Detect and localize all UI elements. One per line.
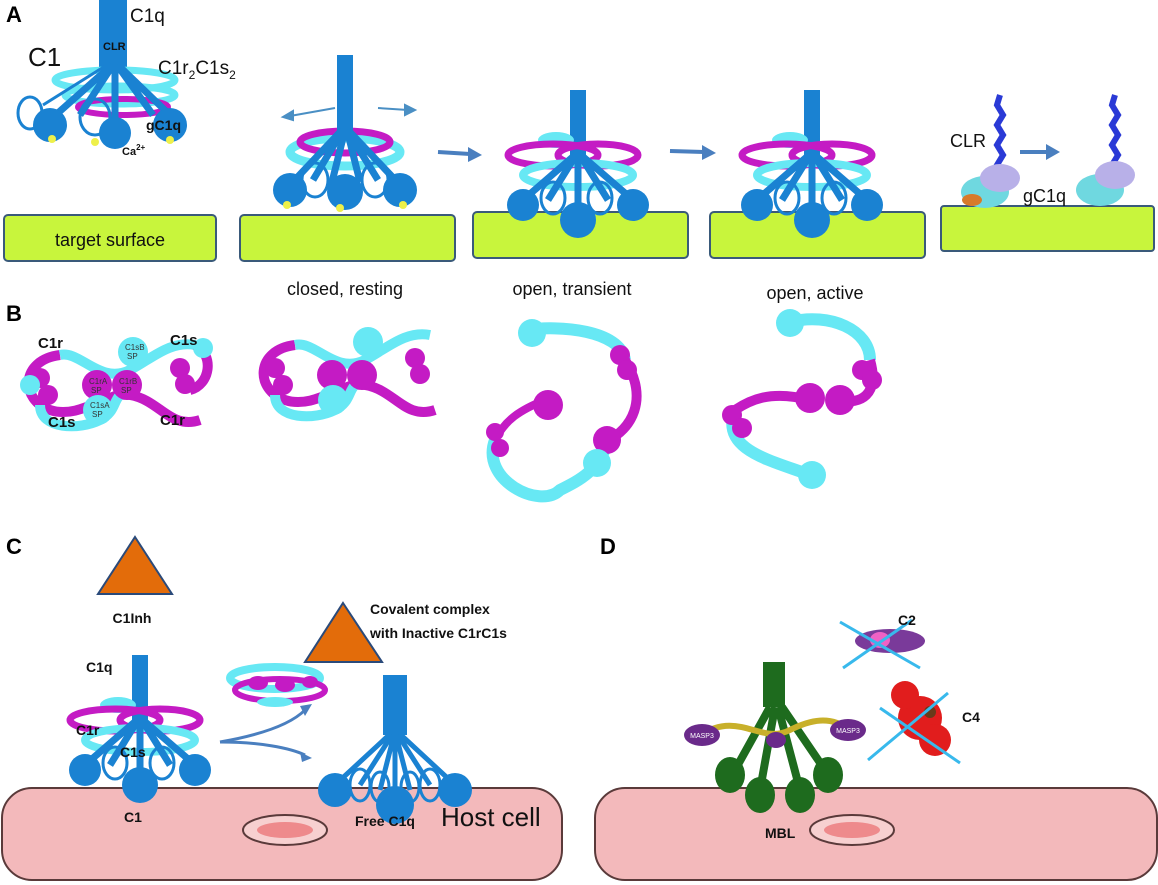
state-open-active-label: open, active [766,283,863,303]
state-open-transient-label: open, transient [512,279,631,299]
c4-label: C4 [962,709,980,725]
target-surface-box [3,214,217,262]
surface-closed [239,214,456,262]
panel-c-letter: C [6,534,22,559]
c1-open-transient [507,90,649,238]
covalent-line2: with Inactive C1rC1s [369,625,507,641]
c1ra-label: C1rA [89,377,108,386]
c1-complex-schematic [16,0,187,149]
masp3-right-label: MASP3 [836,728,860,735]
panel-a: A C1q C1 CLR C1r2C1s2 gC1q Ca2+ target s… [3,0,1155,303]
c2-label: C2 [898,612,916,628]
ca-label: Ca2+ [122,143,146,158]
panel-b-letter: B [6,301,22,326]
clr-molecule-right [1076,94,1135,206]
clr-right-label: CLR [950,131,986,151]
panel-d-letter: D [600,534,616,559]
mbl-label: MBL [765,825,796,841]
tetramer-open-transient [486,319,642,503]
c1r-top-label: C1r [38,335,63,352]
free-c1q-label: Free C1q [355,813,415,829]
c1sb-label: C1sB [125,343,145,352]
panel-c: C C1Inh Covalent complex with Inactive C… [1,534,563,881]
c1r-label-c: C1r [76,722,100,738]
c1s-label-c: C1s [120,744,146,760]
state-closed-label: closed, resting [287,279,403,299]
sp-label: SP [91,386,102,395]
c1q-label: C1q [130,6,165,27]
c1q-label-c: C1q [86,659,112,675]
clr-label: CLR [103,41,126,53]
c1r-bottom-label: C1r [160,412,185,429]
panel-d: D C2 C4 [594,534,1158,881]
released-c1r-c1s [226,663,328,707]
c1-closed-resting [273,55,417,212]
c1sa-label: C1sA [90,401,110,410]
mbl-complex [684,662,866,813]
transition-arrow [669,145,716,160]
cell-nucleolus-c [257,822,313,838]
c1-label-c: C1 [124,809,142,825]
c1-open-active [741,90,883,238]
surface-gc1q [940,205,1155,252]
masp3-left-label: MASP3 [690,733,714,740]
covalent-line1: Covalent complex [370,601,490,617]
c2-crossed [839,618,925,670]
split-arrow [219,704,312,762]
spread-arrows [280,103,418,122]
c4-crossed [867,681,961,765]
covalent-triangle [303,601,384,663]
gc1q-label: gC1q [146,117,181,133]
clr-transition-arrow [1020,144,1060,160]
c1rb-label: C1rB [119,377,137,386]
panel-a-letter: A [6,2,22,27]
tetramer-closed-2 [258,327,437,422]
c1r2c1s2-label: C1r2C1s2 [158,58,236,82]
target-surface-label: target surface [55,230,165,250]
sp-labels: SP SP SP SP [91,352,138,419]
tetramer-closed-1: C1rA C1rB C1sB C1sA [20,337,213,432]
host-cell-label: Host cell [441,802,541,832]
panel-b: B C1rA C1rB C1sB C1sA C1r C1s C1s C1r [6,301,882,503]
cell-nucleolus-d [824,822,880,838]
sp-label: SP [121,386,132,395]
gc1q-right-label: gC1q [1023,186,1066,206]
tetramer-open-active [722,309,882,489]
sp-label: SP [127,352,138,361]
c1inh-triangle [96,535,174,595]
c1-label: C1 [28,42,61,72]
sp-label: SP [92,410,103,419]
c1s-bottom-label: C1s [48,414,76,431]
c1s-top-label: C1s [170,332,198,349]
c1inh-label: C1Inh [113,610,152,626]
transition-arrow [437,147,482,162]
clr-molecule-left [961,94,1020,208]
